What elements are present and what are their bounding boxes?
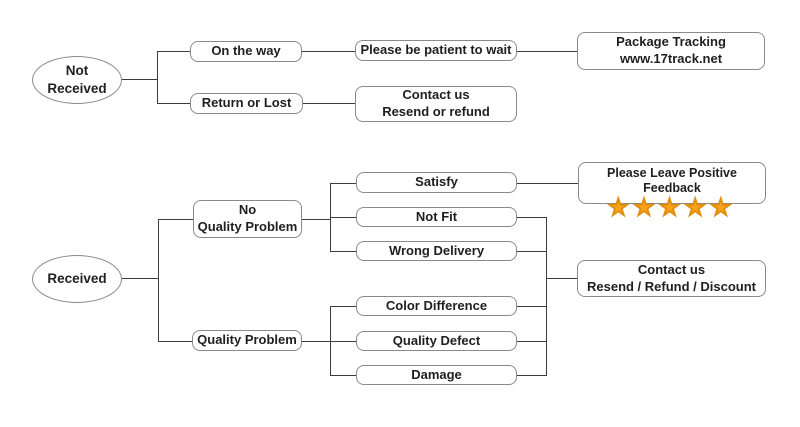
node-not-fit: Not Fit [356, 207, 517, 227]
node-contact-resend-refund-discount: Contact us Resend / Refund / Discount [577, 260, 766, 297]
connector-line [330, 341, 356, 343]
node-satisfy: Satisfy [356, 172, 517, 193]
connector-line [122, 278, 158, 280]
connector-line [157, 51, 190, 53]
node-damage: Damage [356, 365, 517, 385]
node-on-the-way: On the way [190, 41, 302, 62]
connector-line [330, 183, 356, 185]
connector-line [517, 375, 546, 377]
node-received: Received [32, 255, 122, 303]
feedback-label: Please Leave Positive Feedback [607, 166, 737, 195]
node-no-quality-problem: No Quality Problem [193, 200, 302, 238]
connector-line [157, 51, 159, 104]
node-quality-defect: Quality Defect [356, 331, 517, 351]
connector-line [157, 103, 190, 105]
connector-line [302, 219, 330, 221]
connector-line [158, 341, 192, 343]
node-return-or-lost: Return or Lost [190, 93, 303, 114]
connector-line [158, 219, 160, 342]
node-package-tracking: Package Tracking www.17track.net [577, 32, 765, 70]
node-color-difference: Color Difference [356, 296, 517, 316]
connector-line [517, 251, 546, 253]
node-quality-problem: Quality Problem [192, 330, 302, 351]
connector-line [122, 79, 157, 81]
connector-line [330, 217, 356, 219]
connector-line [302, 341, 330, 343]
connector-line [517, 51, 577, 53]
node-positive-feedback: Please Leave Positive Feedback ★★★★★ [578, 162, 766, 219]
connector-line [330, 306, 356, 308]
connector-line [303, 103, 355, 105]
connector-line [302, 51, 355, 53]
connector-line [517, 183, 578, 185]
node-not-received: Not Received [32, 56, 122, 104]
star-icon: ★ [659, 194, 685, 220]
five-star-rating: ★★★★★ [607, 194, 737, 220]
connector-line [517, 217, 546, 219]
star-icon: ★ [607, 194, 634, 220]
connector-line [546, 278, 577, 280]
star-icon: ★ [710, 194, 737, 220]
connector-line [330, 251, 356, 253]
connector-line [158, 219, 193, 221]
connector-line [330, 375, 356, 377]
star-icon: ★ [633, 194, 660, 220]
connector-line [517, 306, 546, 308]
node-please-be-patient: Please be patient to wait [355, 40, 517, 61]
connector-line [517, 341, 546, 343]
star-icon: ★ [684, 194, 711, 220]
connector-line [546, 217, 548, 376]
node-wrong-delivery: Wrong Delivery [356, 241, 517, 261]
node-contact-resend-refund: Contact us Resend or refund [355, 86, 517, 122]
